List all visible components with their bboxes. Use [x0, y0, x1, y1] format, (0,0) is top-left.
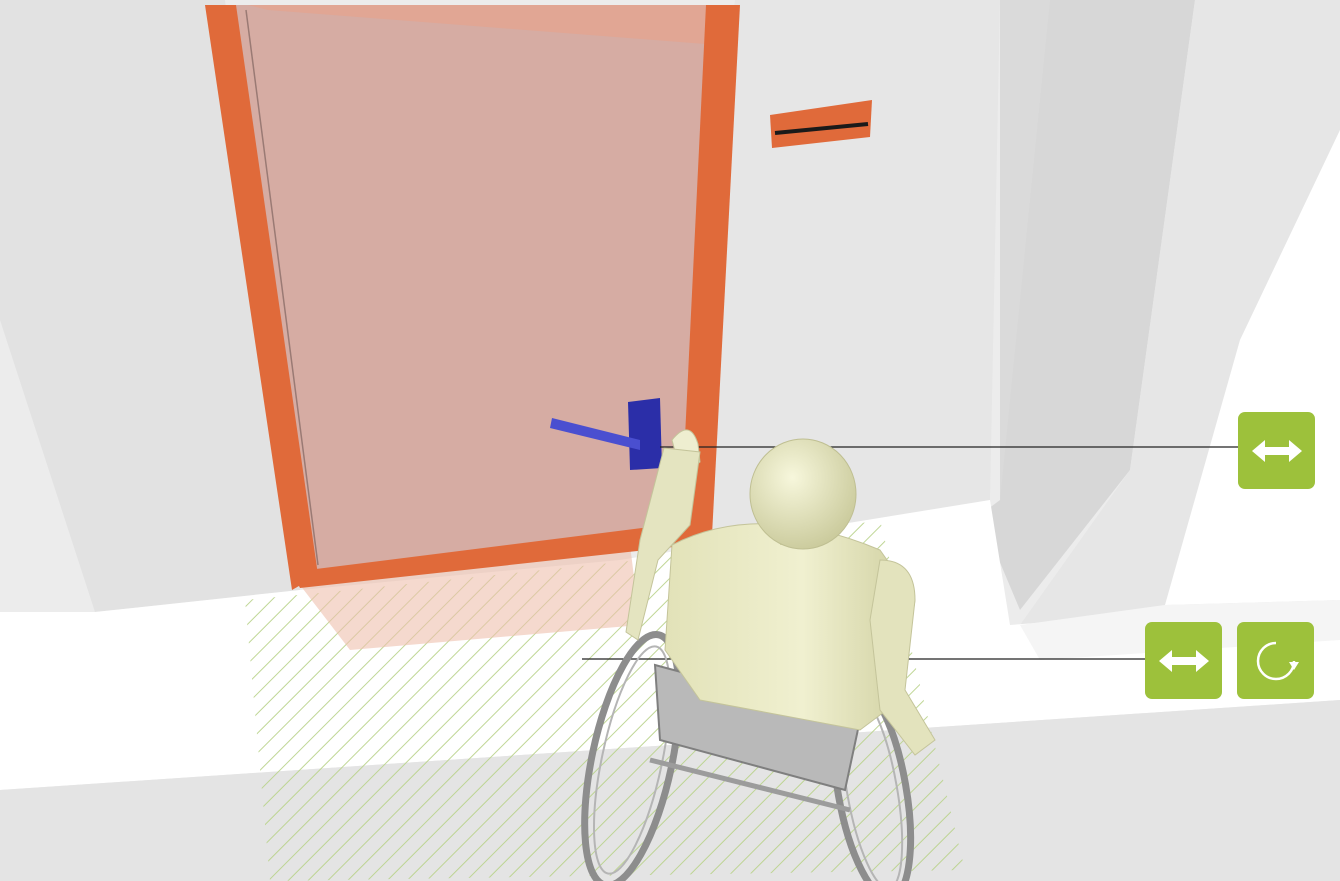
handle-move-button[interactable]: horizontal-arrows-icon: [1238, 412, 1315, 489]
handle-plate: [628, 398, 662, 470]
horizontal-arrows-icon: [1159, 650, 1209, 672]
mannequin-head: [750, 439, 856, 549]
horizontal-arrows-icon: [1252, 440, 1302, 462]
rotate-icon: [1253, 638, 1299, 684]
wheelchair-rotate-button[interactable]: rotate-icon: [1237, 622, 1314, 699]
back-wall: [710, 0, 1000, 555]
wheelchair-move-button[interactable]: horizontal-arrows-icon: [1145, 622, 1222, 699]
